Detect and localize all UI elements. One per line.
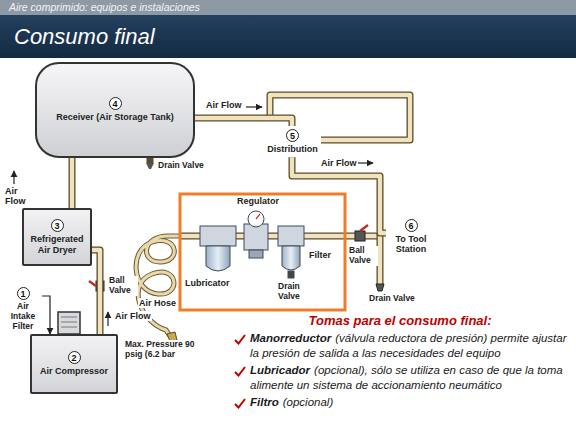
part-label: Air Hose xyxy=(138,298,177,308)
component-label: Air Intake Filter xyxy=(7,302,39,331)
term-name: Lubricador xyxy=(250,364,310,376)
part-label: Regulator xyxy=(236,196,280,206)
subtitle: Aire comprimido: equipos e instalaciones xyxy=(8,1,201,13)
bullet-item: Filtro (opcional) xyxy=(232,395,568,410)
part-label: Drain Valve xyxy=(277,282,309,302)
callout-number: 4 xyxy=(109,97,122,110)
term-name: Manorreductor xyxy=(250,332,331,344)
callout-number: 3 xyxy=(51,219,64,232)
drop-pipe xyxy=(380,233,381,284)
flow-label: Air Flow xyxy=(205,100,243,110)
part-label: Drain Valve xyxy=(157,161,205,171)
lubricator-unit xyxy=(200,226,236,271)
highlight-frame xyxy=(180,194,345,310)
part-label: Drain Valve xyxy=(368,294,416,304)
drain-valve xyxy=(376,284,384,291)
slide-title: Consumo final xyxy=(14,24,155,50)
check-mark xyxy=(234,398,246,409)
dryer-box: 3Refrigerated Air Dryer xyxy=(22,208,92,266)
flow-label: Air Flow xyxy=(4,186,36,207)
air-pipe xyxy=(195,118,292,126)
part-label: Ball Valve xyxy=(108,276,138,296)
notes-heading: Tomas para el consumo final: xyxy=(232,313,568,328)
part-label: Ball Valve xyxy=(348,246,378,266)
title-bar xyxy=(0,15,576,58)
header-strip xyxy=(0,0,576,15)
component-label: Refrigerated Air Dryer xyxy=(27,234,87,255)
flow-label: Air Flow xyxy=(320,158,358,168)
check-mark xyxy=(234,334,246,345)
callout-number: 5 xyxy=(286,129,299,142)
callout-number: 2 xyxy=(68,351,81,364)
part-label: Lubricator xyxy=(184,278,231,288)
distribution-point: 5Distribution xyxy=(265,126,320,157)
intake-filter-callout: 1Air Intake Filter xyxy=(4,284,42,334)
term-name: Filtro xyxy=(250,396,279,408)
filter-unit xyxy=(278,226,304,278)
flow-label: Air Flow xyxy=(114,311,152,321)
bullet-item: Manorreductor(válvula reductora de presi… xyxy=(232,331,568,361)
air-pipe xyxy=(72,158,73,208)
air-hose xyxy=(136,236,180,346)
component-label: Air Compressor xyxy=(40,366,108,376)
air-pipe xyxy=(292,157,386,233)
notes-block: Tomas para el consumo final: Manorreducto… xyxy=(232,313,568,412)
callout-number: 6 xyxy=(405,219,418,232)
note-label: Max. Pressure 90 psig (6.2 bar xyxy=(124,340,204,360)
compressor-box: 2Air Compressor xyxy=(30,334,118,394)
check-mark xyxy=(234,366,246,377)
storage-tank: 4Receiver (Air Storage Tank) xyxy=(35,62,195,158)
component-label: Receiver (Air Storage Tank) xyxy=(56,112,173,122)
intake-filter xyxy=(58,312,80,334)
component-label: Distribution xyxy=(267,144,318,154)
callout-number: 1 xyxy=(17,287,30,300)
flow-arrow xyxy=(42,296,50,334)
tool-station: 6 To Tool Station xyxy=(386,216,436,258)
term-description: (opcional) xyxy=(283,396,334,408)
bullet-item: Lubricador(opcional), sólo se utiliza en… xyxy=(232,363,568,393)
part-label: Filter xyxy=(308,250,332,260)
tank-drain xyxy=(146,157,154,169)
regulator-unit xyxy=(244,211,268,258)
ball-valve xyxy=(355,225,368,241)
component-label: To Tool Station xyxy=(389,234,433,255)
air-pipe xyxy=(92,250,100,334)
